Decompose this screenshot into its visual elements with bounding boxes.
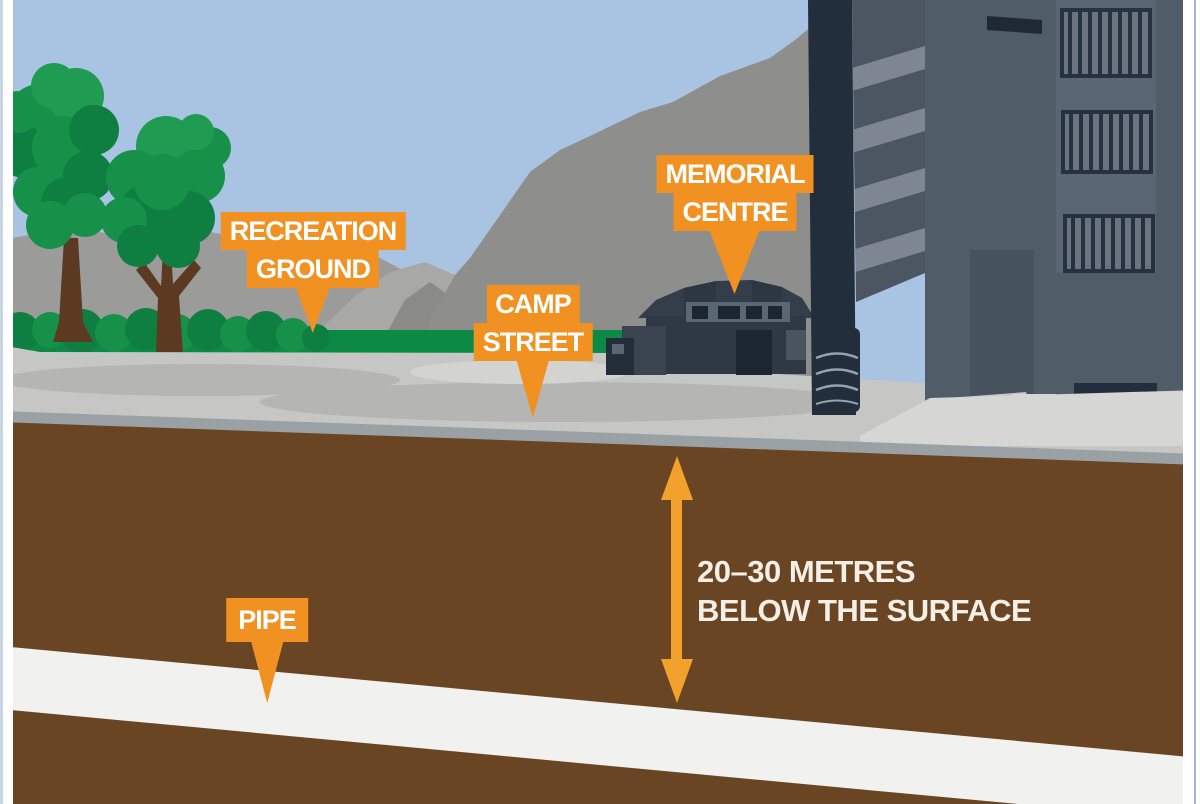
callout-line: MEMORIAL <box>656 155 814 193</box>
pipe <box>0 646 1200 804</box>
callout-camp-street: CAMP STREET <box>473 285 593 418</box>
callout-recreation-ground: RECREATION GROUND <box>220 212 406 333</box>
callout-line: GROUND <box>246 250 379 288</box>
window-grille <box>1063 214 1155 273</box>
callout-pipe: PIPE <box>226 598 308 703</box>
callout-memorial-centre: MEMORIAL CENTRE <box>656 155 814 294</box>
surface-edge-strip <box>0 411 1200 466</box>
road-shading-center <box>260 382 860 422</box>
callout-line: STREET <box>473 323 593 361</box>
callout-line: RECREATION <box>220 212 406 250</box>
callout-pointer-icon <box>709 231 760 294</box>
sidewalk <box>860 390 1200 446</box>
memorial-centre-building <box>606 280 812 375</box>
column-barrel <box>814 328 860 412</box>
tree-left <box>0 63 119 342</box>
depth-annotation-line1: 20–30 METRES <box>697 554 916 589</box>
callout-pointer-icon <box>516 361 549 418</box>
depth-annotation-line2: BELOW THE SURFACE <box>697 593 1032 628</box>
road-shading-left <box>0 364 400 396</box>
page-border-left <box>0 0 13 804</box>
facade-vent-bar <box>987 16 1042 34</box>
depth-arrow-icon <box>661 456 693 703</box>
building-tower <box>808 0 856 415</box>
window-grille <box>1060 8 1152 78</box>
callout-line: CENTRE <box>673 193 797 231</box>
page-border-right <box>1183 0 1200 804</box>
callout-line: CAMP <box>486 285 580 323</box>
depth-annotation: 20–30 METRES BELOW THE SURFACE <box>697 552 1032 630</box>
callout-pointer-icon <box>251 642 283 703</box>
tree-right <box>101 114 231 352</box>
callout-pointer-icon <box>295 288 330 333</box>
callout-line: PIPE <box>226 598 308 642</box>
window-grille <box>1061 110 1153 174</box>
